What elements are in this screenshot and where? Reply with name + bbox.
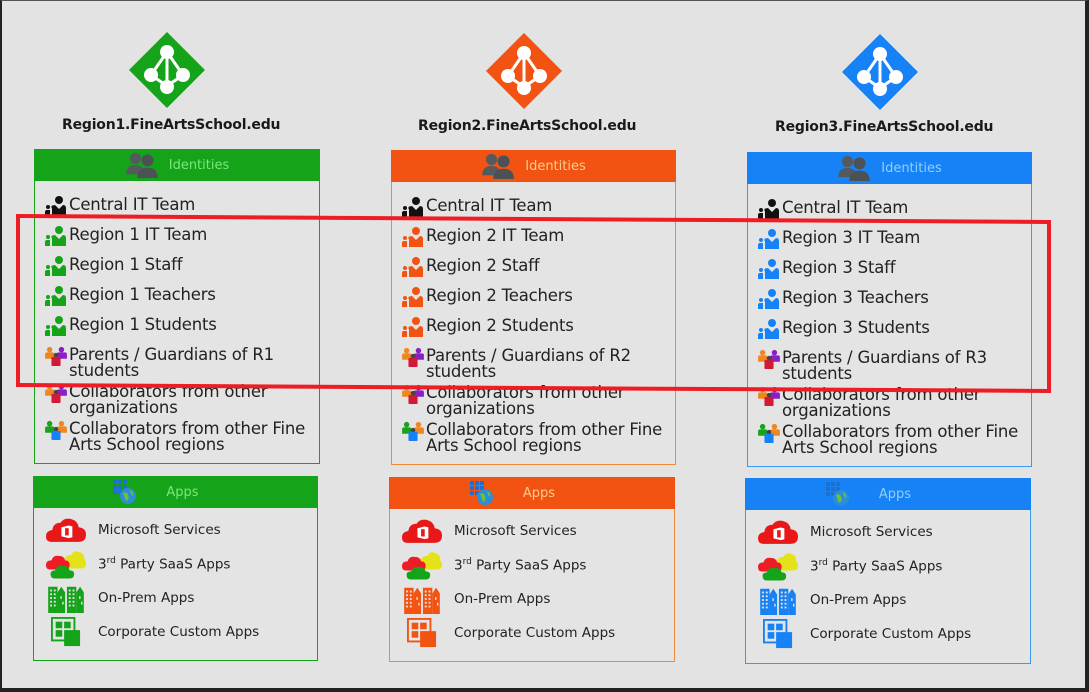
apps-globe-icon [112, 479, 138, 505]
app-microsoft-services[interactable]: Microsoft Services [402, 514, 670, 548]
identities-panel: Identities Central IT Team Region 3 IT T… [747, 152, 1032, 467]
identity-region-collaborators[interactable]: Collaborators from other Fine Arts Schoo… [400, 421, 671, 459]
buildings-icon [759, 585, 797, 615]
identities-header-label: Identities [168, 157, 230, 173]
region-domain-title: Region1.FineArtsSchool.edu [62, 117, 281, 133]
identity-region-it[interactable]: Region 3 IT Team [756, 230, 1027, 260]
identity-external-collaborators[interactable]: Collaborators from other organizations [400, 384, 671, 422]
group-icon [400, 197, 426, 217]
app-saas[interactable]: 3rd Party SaaS Apps [758, 549, 1026, 583]
identity-region-teachers[interactable]: Region 3 Teachers [756, 290, 1027, 320]
app-custom[interactable]: Corporate Custom Apps [46, 615, 313, 649]
azure-ad-icon [840, 32, 920, 112]
multicolor-group-green-icon [400, 421, 426, 441]
apps-panel: Apps Microsoft Services 3rd Party SaaS A… [745, 478, 1031, 664]
app-on-prem[interactable]: On-Prem Apps [758, 583, 1026, 617]
saas-clouds-icon [46, 549, 86, 579]
group-icon [756, 199, 782, 219]
app-custom[interactable]: Corporate Custom Apps [758, 617, 1026, 651]
identity-parents[interactable]: Parents / Guardians of R3 students [756, 349, 1027, 387]
identities-header: Identities [34, 149, 320, 181]
app-microsoft-services[interactable]: Microsoft Services [758, 515, 1026, 549]
identity-region-collaborators[interactable]: Collaborators from other Fine Arts Schoo… [756, 423, 1027, 461]
office-cloud-icon [758, 519, 798, 545]
identities-panel: Identities Central IT Team Region 1 IT T… [34, 149, 320, 464]
identity-region-students[interactable]: Region 2 Students [400, 318, 671, 348]
multicolor-group-green-icon [756, 423, 782, 443]
app-saas[interactable]: 3rd Party SaaS Apps [46, 547, 313, 581]
identity-region-teachers[interactable]: Region 1 Teachers [43, 287, 315, 317]
identity-region-staff[interactable]: Region 1 Staff [43, 257, 315, 287]
identity-list: Central IT Team Region 1 IT Team Region … [43, 197, 315, 458]
apps-header-label: Apps [878, 486, 912, 502]
identity-central-it[interactable]: Central IT Team [756, 200, 1027, 230]
identity-parents[interactable]: Parents / Guardians of R2 students [400, 347, 671, 385]
apps-panel: Apps Microsoft Services 3rd Party SaaS A… [389, 477, 675, 662]
identity-external-collaborators[interactable]: Collaborators from other organizations [43, 383, 315, 421]
custom-apps-icon [51, 617, 81, 647]
identity-region-collaborators[interactable]: Collaborators from other Fine Arts Schoo… [43, 420, 315, 458]
azure-ad-icon [127, 30, 207, 110]
group-icon [43, 196, 69, 216]
users-icon [837, 155, 871, 181]
azure-ad-icon [484, 31, 564, 111]
identity-list: Central IT Team Region 2 IT Team Region … [400, 198, 671, 459]
identity-parents[interactable]: Parents / Guardians of R1 students [43, 346, 315, 384]
identity-list: Central IT Team Region 3 IT Team Region … [756, 200, 1027, 461]
identities-header: Identities [391, 150, 676, 182]
app-microsoft-services[interactable]: Microsoft Services [46, 513, 313, 547]
identities-panel: Identities Central IT Team Region 2 IT T… [391, 150, 676, 465]
apps-header: Apps [745, 478, 1031, 510]
office-cloud-icon [402, 518, 442, 544]
apps-panel: Apps Microsoft Services 3rd Party SaaS A… [33, 476, 318, 661]
identities-header-label: Identities [525, 158, 586, 174]
app-saas[interactable]: 3rd Party SaaS Apps [402, 548, 670, 582]
users-icon [481, 153, 515, 179]
identity-central-it[interactable]: Central IT Team [400, 198, 671, 228]
app-on-prem[interactable]: On-Prem Apps [402, 582, 670, 616]
users-icon [125, 152, 159, 178]
buildings-icon [47, 583, 85, 613]
region-domain-title: Region3.FineArtsSchool.edu [775, 119, 994, 135]
saas-clouds-icon [758, 551, 798, 581]
apps-header-label: Apps [522, 485, 556, 501]
apps-header: Apps [389, 477, 675, 509]
apps-header: Apps [33, 476, 318, 508]
identity-region-students[interactable]: Region 1 Students [43, 317, 315, 347]
identity-region-it[interactable]: Region 1 IT Team [43, 227, 315, 257]
identity-region-staff[interactable]: Region 3 Staff [756, 260, 1027, 290]
app-list: Microsoft Services 3rd Party SaaS Apps O… [402, 514, 670, 650]
identity-central-it[interactable]: Central IT Team [43, 197, 315, 227]
identities-header: Identities [747, 152, 1032, 184]
identity-region-students[interactable]: Region 3 Students [756, 320, 1027, 350]
apps-globe-icon [469, 480, 495, 506]
apps-globe-icon [825, 481, 851, 507]
app-custom[interactable]: Corporate Custom Apps [402, 616, 670, 650]
identity-region-it[interactable]: Region 2 IT Team [400, 228, 671, 258]
office-cloud-icon [46, 517, 86, 543]
highlight-box [16, 214, 1051, 393]
identities-header-label: Identities [881, 160, 942, 176]
identity-region-staff[interactable]: Region 2 Staff [400, 258, 671, 288]
identity-external-collaborators[interactable]: Collaborators from other organizations [756, 386, 1027, 424]
app-list: Microsoft Services 3rd Party SaaS Apps O… [46, 513, 313, 649]
multicolor-group-green-icon [43, 420, 69, 440]
app-list: Microsoft Services 3rd Party SaaS Apps O… [758, 515, 1026, 651]
app-on-prem[interactable]: On-Prem Apps [46, 581, 313, 615]
apps-header-label: Apps [166, 484, 199, 500]
custom-apps-icon [407, 618, 437, 648]
custom-apps-icon [763, 619, 793, 649]
region-domain-title: Region2.FineArtsSchool.edu [418, 118, 637, 134]
buildings-icon [403, 584, 441, 614]
saas-clouds-icon [402, 550, 442, 580]
identity-region-teachers[interactable]: Region 2 Teachers [400, 288, 671, 318]
